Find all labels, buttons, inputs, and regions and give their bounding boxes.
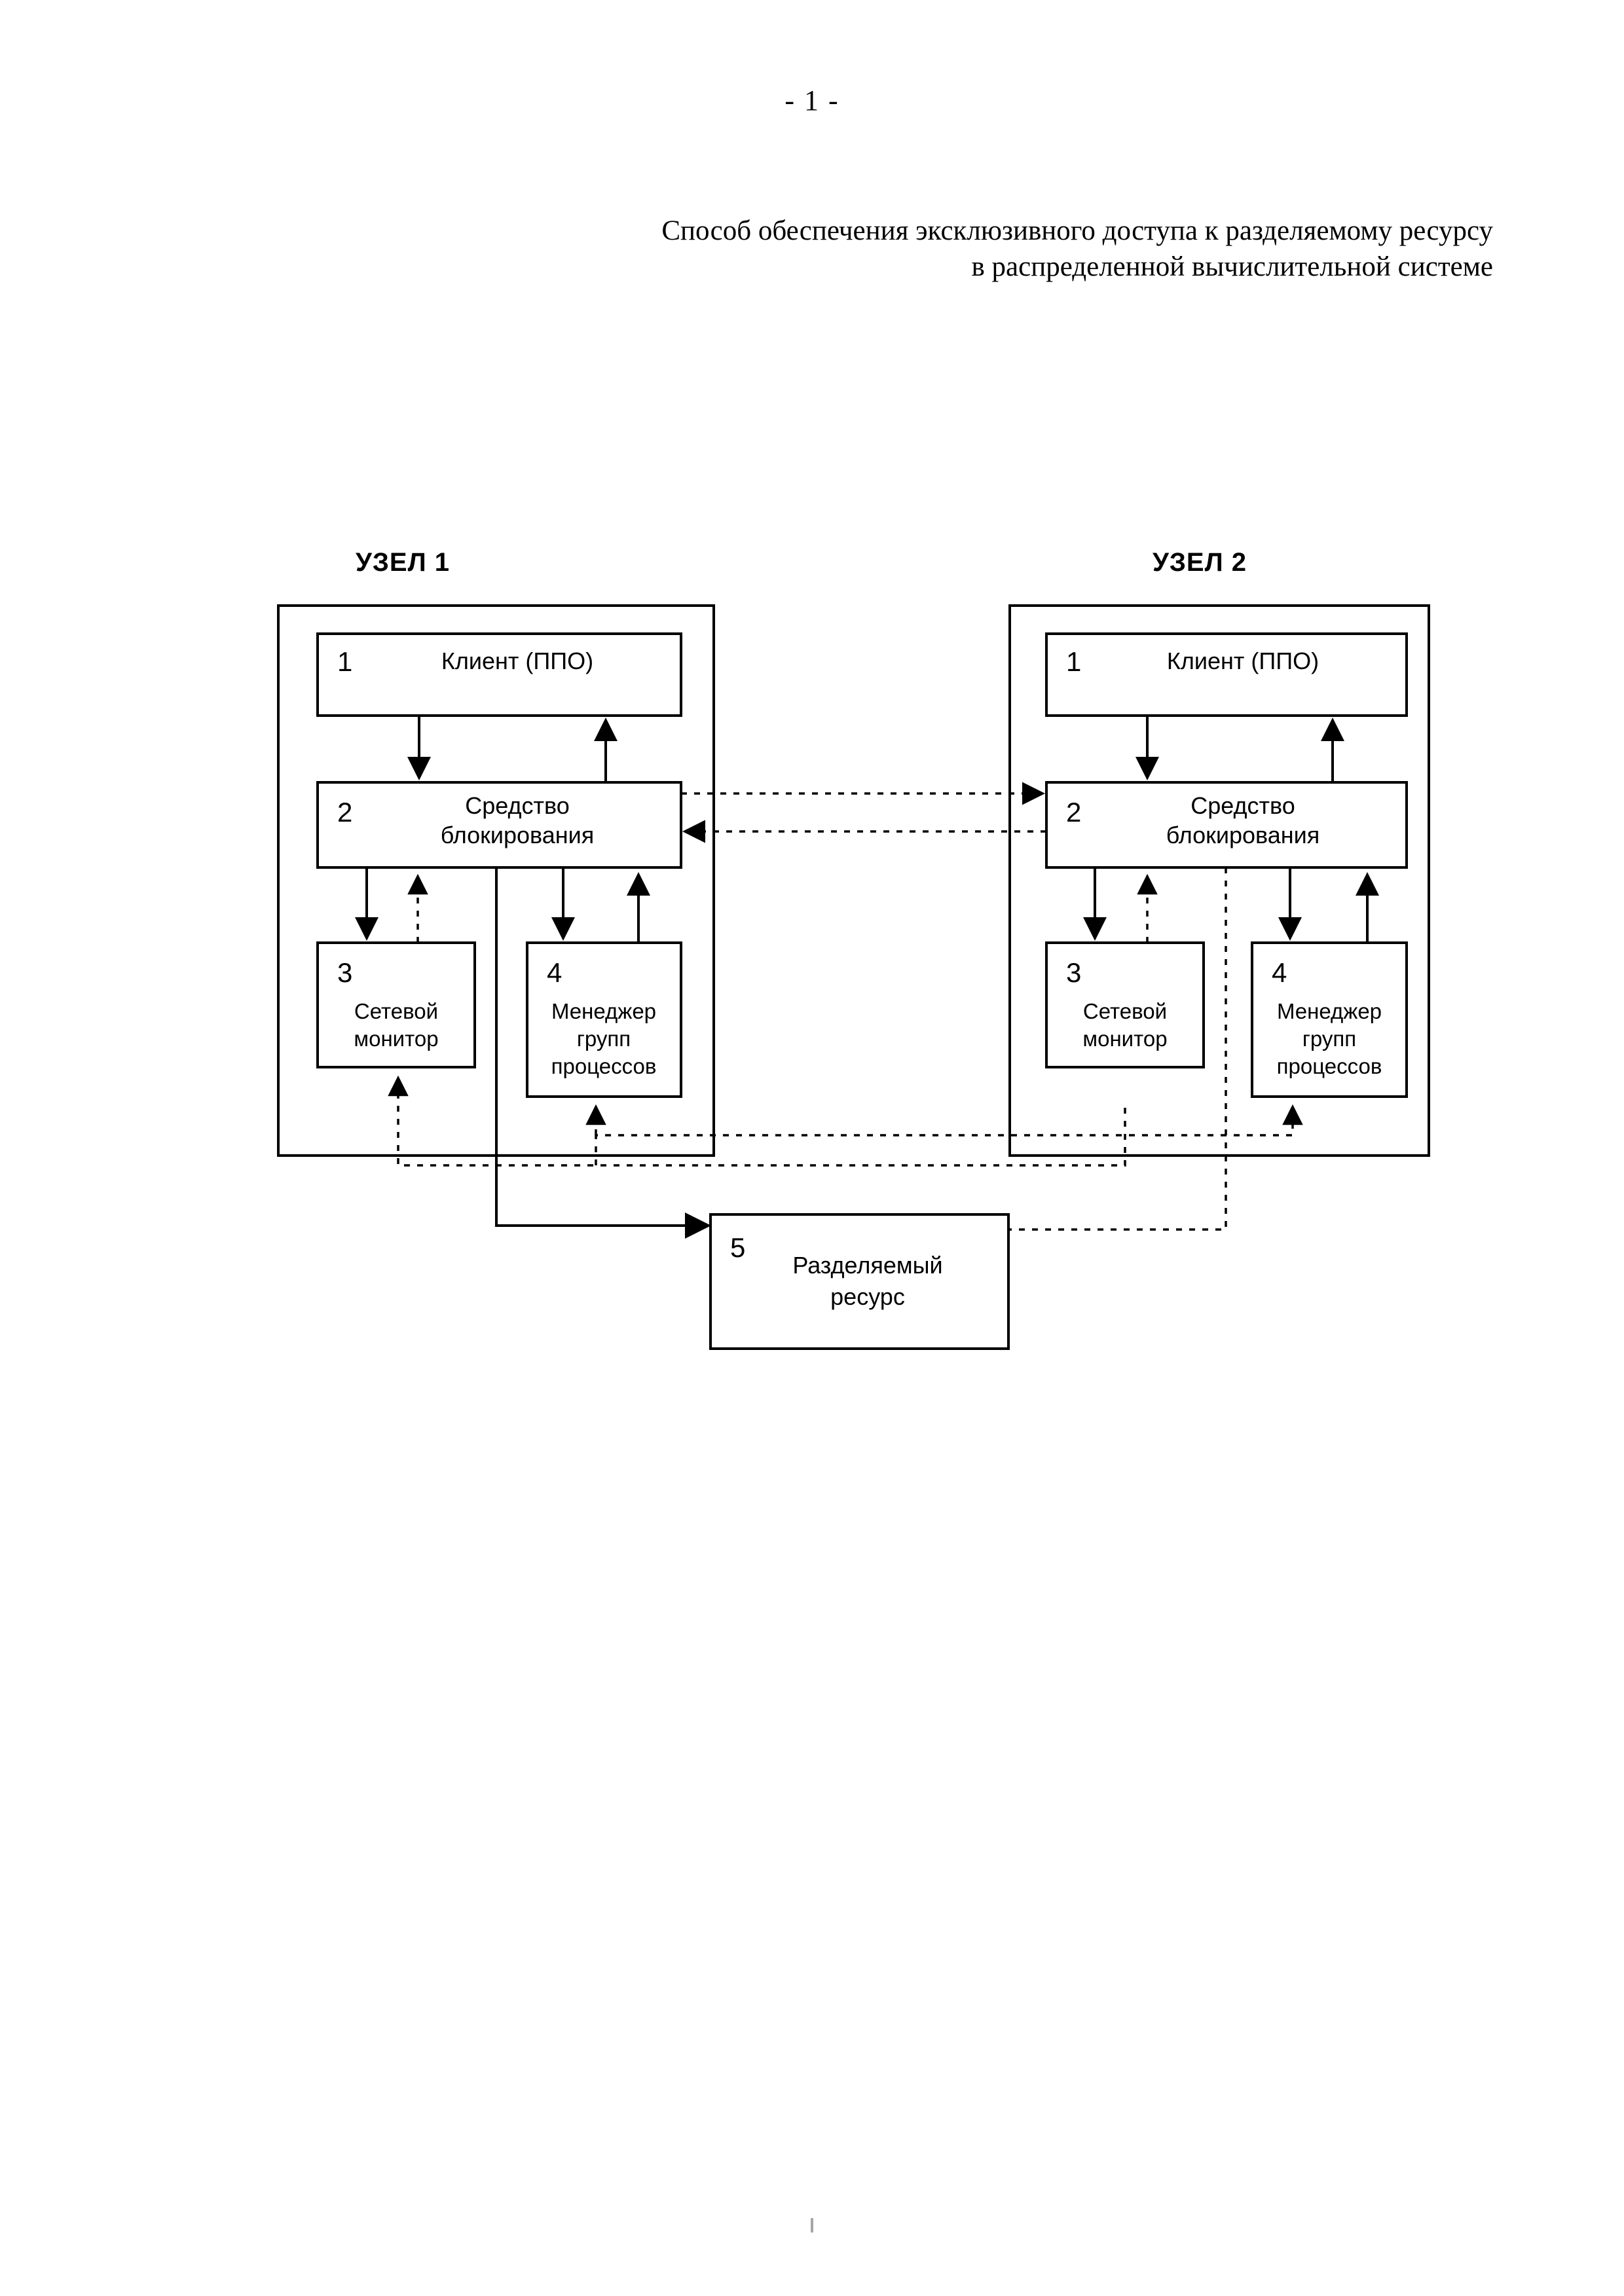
node-1-block-4-label-line-1: Менеджер <box>551 999 656 1023</box>
node-2-block-4[interactable] <box>1251 941 1408 1098</box>
node-1-block-4[interactable] <box>526 941 682 1098</box>
shared-resource-block[interactable] <box>709 1213 1010 1350</box>
node-1-block-2[interactable] <box>316 781 682 869</box>
node-1-block-2-number: 2 <box>337 797 352 828</box>
node-2-block-3-number: 3 <box>1066 957 1081 988</box>
node-2-block-1[interactable] <box>1045 632 1408 717</box>
node-2-block-2-label-line-2: блокирования <box>1166 822 1320 848</box>
node-2-label: УЗЕЛ 2 <box>1153 548 1247 577</box>
node-1-block-3-label-line-1: Сетевой <box>354 999 438 1023</box>
node-2-block-1-number: 1 <box>1066 646 1081 677</box>
node-1-block-3-label-line-2: монитор <box>354 1027 438 1051</box>
node-1-block-2-label-line-2: блокирования <box>441 822 595 848</box>
node-1-line-lock-to-shared-resource <box>495 867 711 1239</box>
node-2-block-4-label-line-1: Менеджер <box>1277 999 1382 1023</box>
node-2-block-2-number: 2 <box>1066 797 1081 828</box>
node-2-block-2[interactable] <box>1045 781 1408 869</box>
node-1-block-1-number: 1 <box>337 646 352 677</box>
page-footer-mark <box>811 2218 813 2232</box>
node-1-block-4-label-line-3: процессов <box>551 1054 657 1078</box>
shared-resource-number: 5 <box>730 1232 745 1263</box>
node-2-block-3-label-line-1: Сетевой <box>1083 999 1167 1023</box>
node-2-block-3[interactable] <box>1045 941 1205 1068</box>
node-1-label: УЗЕЛ 1 <box>356 548 450 577</box>
shared-resource-label-line-1: Разделяемый <box>792 1252 942 1279</box>
node-2-block-2-label-line-1: Средство <box>1190 792 1295 819</box>
node-1-block-2-label-line-1: Средство <box>465 792 570 819</box>
page-title-line-1: Способ обеспечения эксклюзивного доступа… <box>661 215 1493 246</box>
shared-resource-label-line-2: ресурс <box>830 1283 905 1310</box>
node-1-block-4-label-line-2: групп <box>577 1027 631 1051</box>
page-number: - 1 - <box>784 84 840 117</box>
link-node2-monitor-to-node1-monitor <box>388 1075 1126 1167</box>
node-2-block-4-label-line-3: процессов <box>1277 1054 1382 1078</box>
node-1-block-3[interactable] <box>316 941 476 1068</box>
node-2-block-4-number: 4 <box>1272 957 1287 988</box>
page-title: Способ обеспечения эксклюзивного доступа… <box>0 213 1493 285</box>
node-2-block-4-label-line-2: групп <box>1302 1027 1356 1051</box>
node-1-block-4-number: 4 <box>547 957 562 988</box>
node-2-block-1-label: Клиент (ППО) <box>1167 647 1319 674</box>
node-1-block-1-label: Клиент (ППО) <box>441 647 593 674</box>
page-title-line-2: в распределенной вычислительной системе <box>971 251 1493 283</box>
node-1-block-1[interactable] <box>316 632 682 717</box>
node-2-container <box>1008 604 1430 1157</box>
link-lower-to-node2-pgm <box>595 1104 1303 1165</box>
node-2-block-3-label-line-2: монитор <box>1082 1027 1167 1051</box>
node-1-block-3-number: 3 <box>337 957 352 988</box>
